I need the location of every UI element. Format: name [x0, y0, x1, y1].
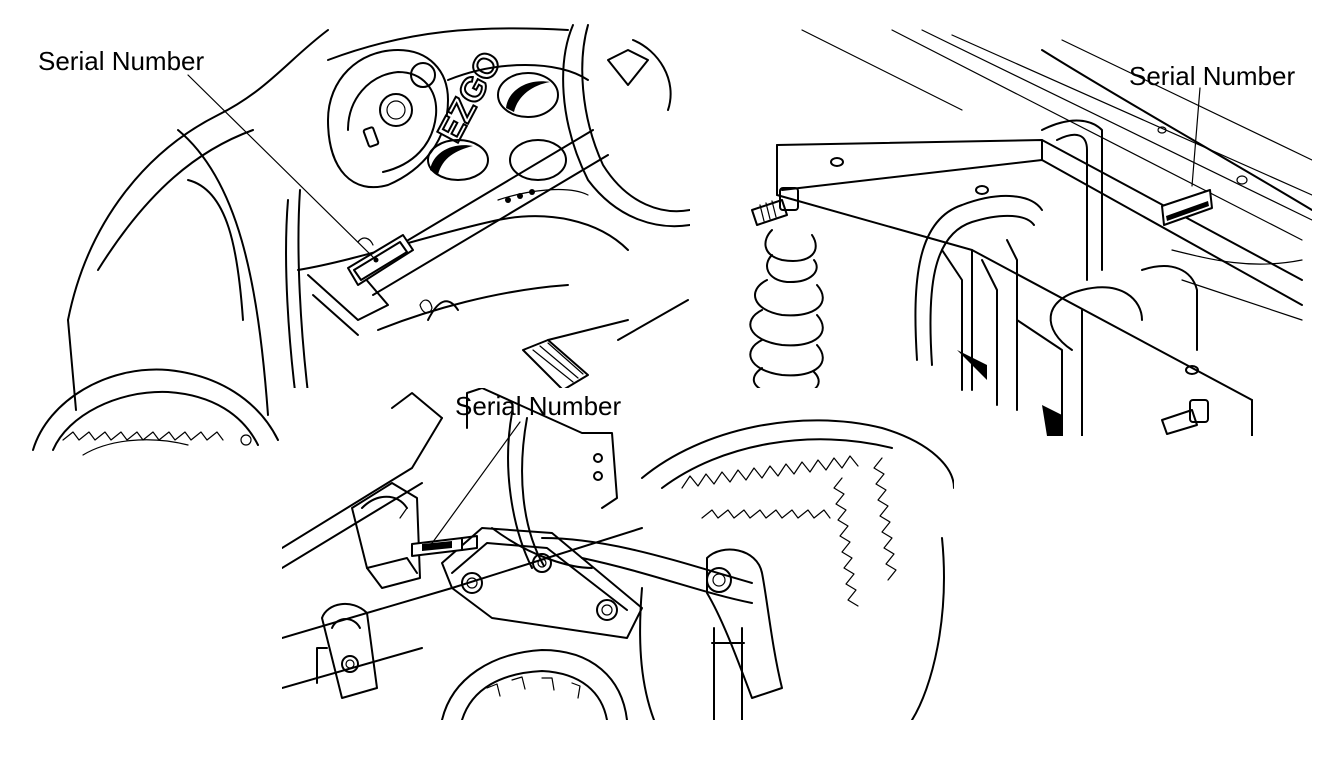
- serial-number-callout-dash: Serial Number: [38, 46, 205, 76]
- frame-view-panel: Serial Number: [742, 20, 1312, 436]
- serial-number-callout-frame: Serial Number: [1129, 61, 1296, 91]
- dash-view-drawing: EZGO: [32, 24, 690, 456]
- rear-suspension-view-panel: Serial Number: [282, 388, 954, 720]
- serial-number-callout-suspension: Serial Number: [455, 391, 622, 421]
- dash-view-panel: EZGO: [28, 20, 690, 456]
- rear-suspension-drawing: [282, 388, 954, 720]
